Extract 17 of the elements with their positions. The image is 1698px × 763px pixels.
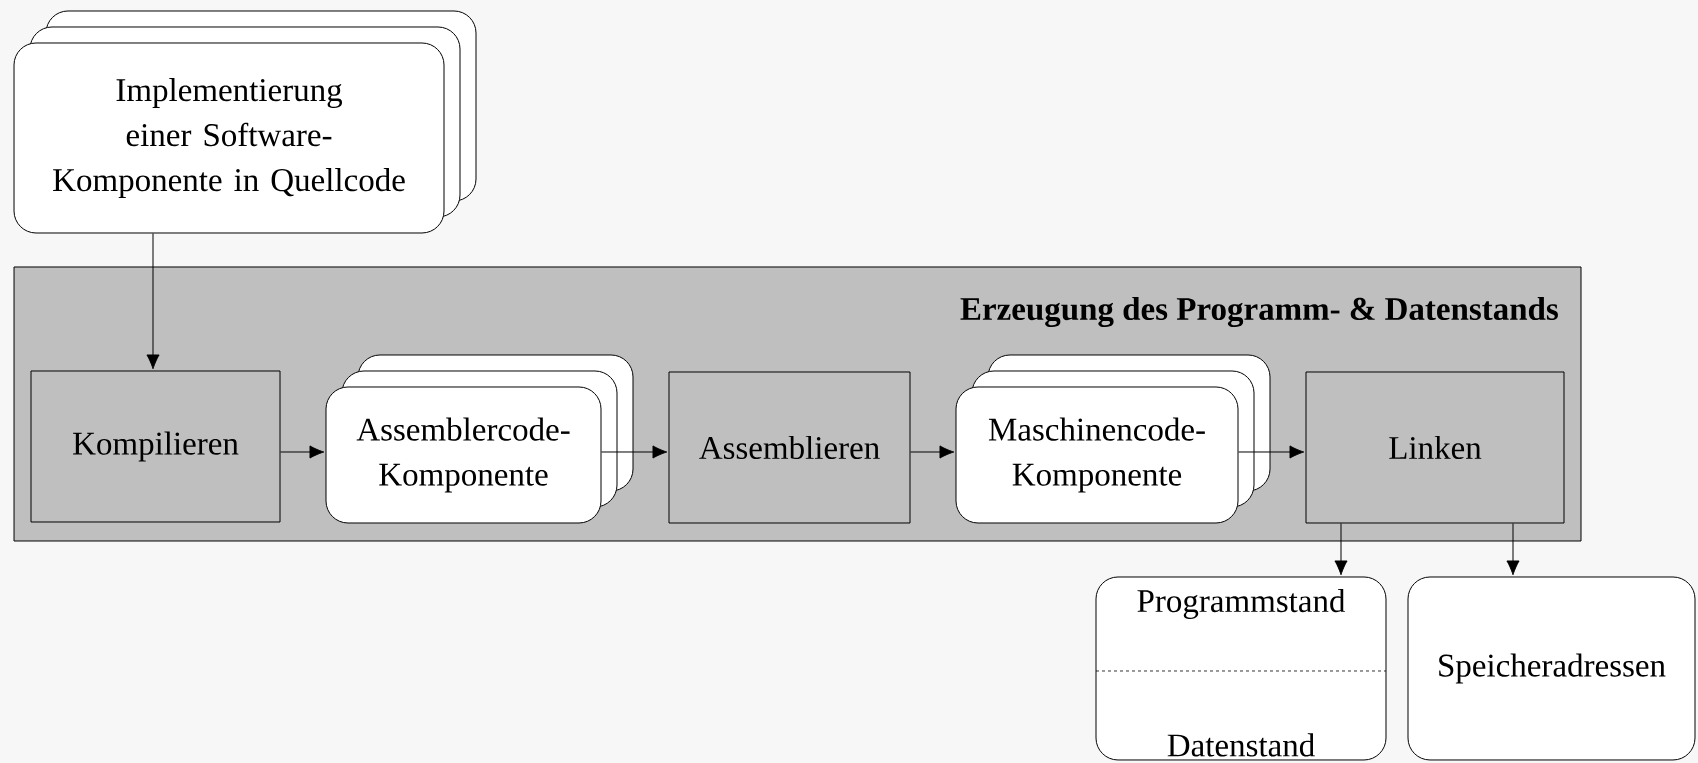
storage-box: Speicheradressen [1407,576,1696,761]
stacked-document-box: Implementierung einer Software-Komponente in Quellcode [13,10,477,234]
arrow [1238,445,1305,459]
arrow [146,233,160,370]
section-label: Datenstand [1167,733,1315,757]
arrow [1334,523,1348,576]
stacked-document-box: Maschinencode-Komponente [955,354,1271,524]
arrow [601,445,668,459]
process-box: Linken [1305,371,1565,524]
stacked-document-box: Assemblercode-Komponente [325,354,634,524]
process-box: Assemblieren [668,371,911,524]
group-heading: Erzeugung des Programm- & Datenstands [960,296,1558,328]
arrow [280,445,325,459]
arrow [910,445,955,459]
arrow [1506,523,1520,576]
process-box: Kompilieren [30,370,281,523]
section-label: Programmstand [1137,589,1346,619]
